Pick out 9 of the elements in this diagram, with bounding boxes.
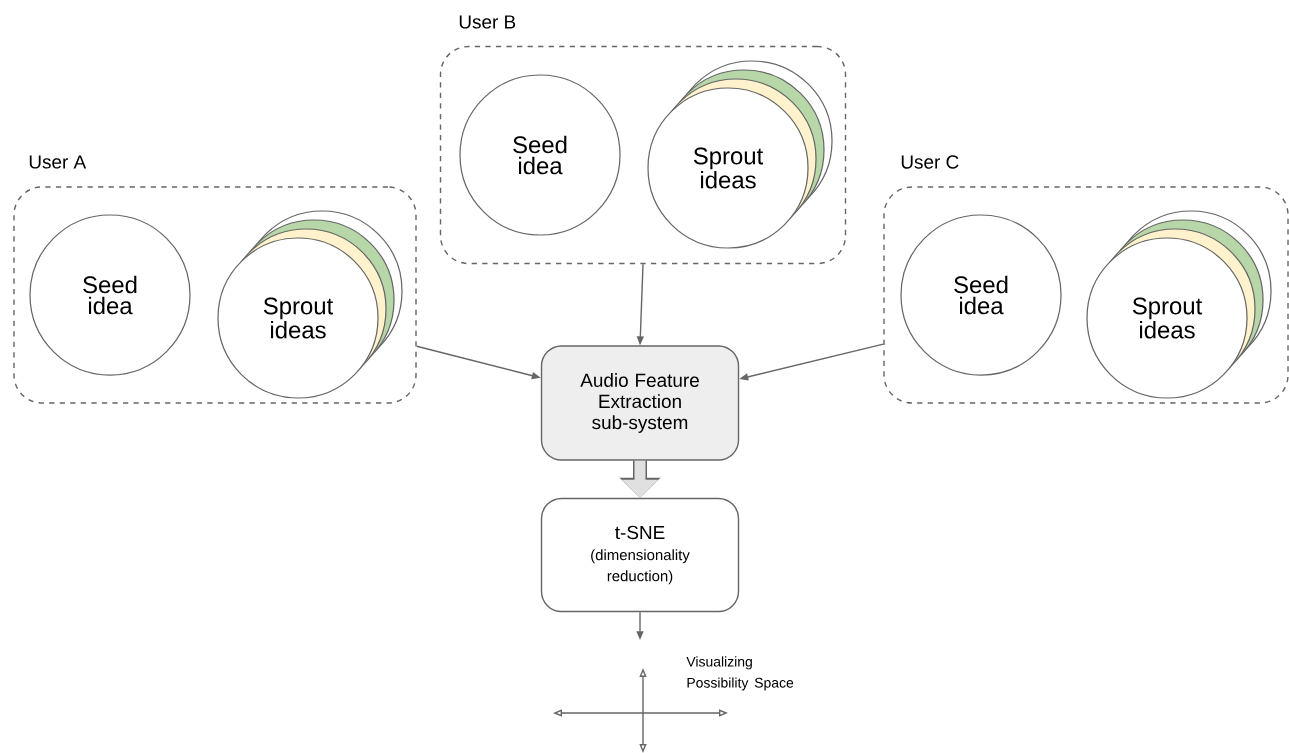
node-label: User A bbox=[29, 155, 87, 169]
process-box: t-SNE (dimensionality reduction) bbox=[540, 497, 740, 613]
stacked-circles: Sprout ideas bbox=[217, 210, 403, 399]
stacked-circles: Sprout ideas bbox=[1086, 210, 1272, 399]
axes-caption: Visualizing Possibility Space bbox=[686, 656, 794, 691]
process-box: Audio Feature Extraction sub-system bbox=[540, 345, 740, 461]
node-label: User C bbox=[901, 155, 959, 169]
stacked-circles: Sprout ideas bbox=[647, 60, 833, 249]
node-label: User B bbox=[459, 15, 516, 29]
